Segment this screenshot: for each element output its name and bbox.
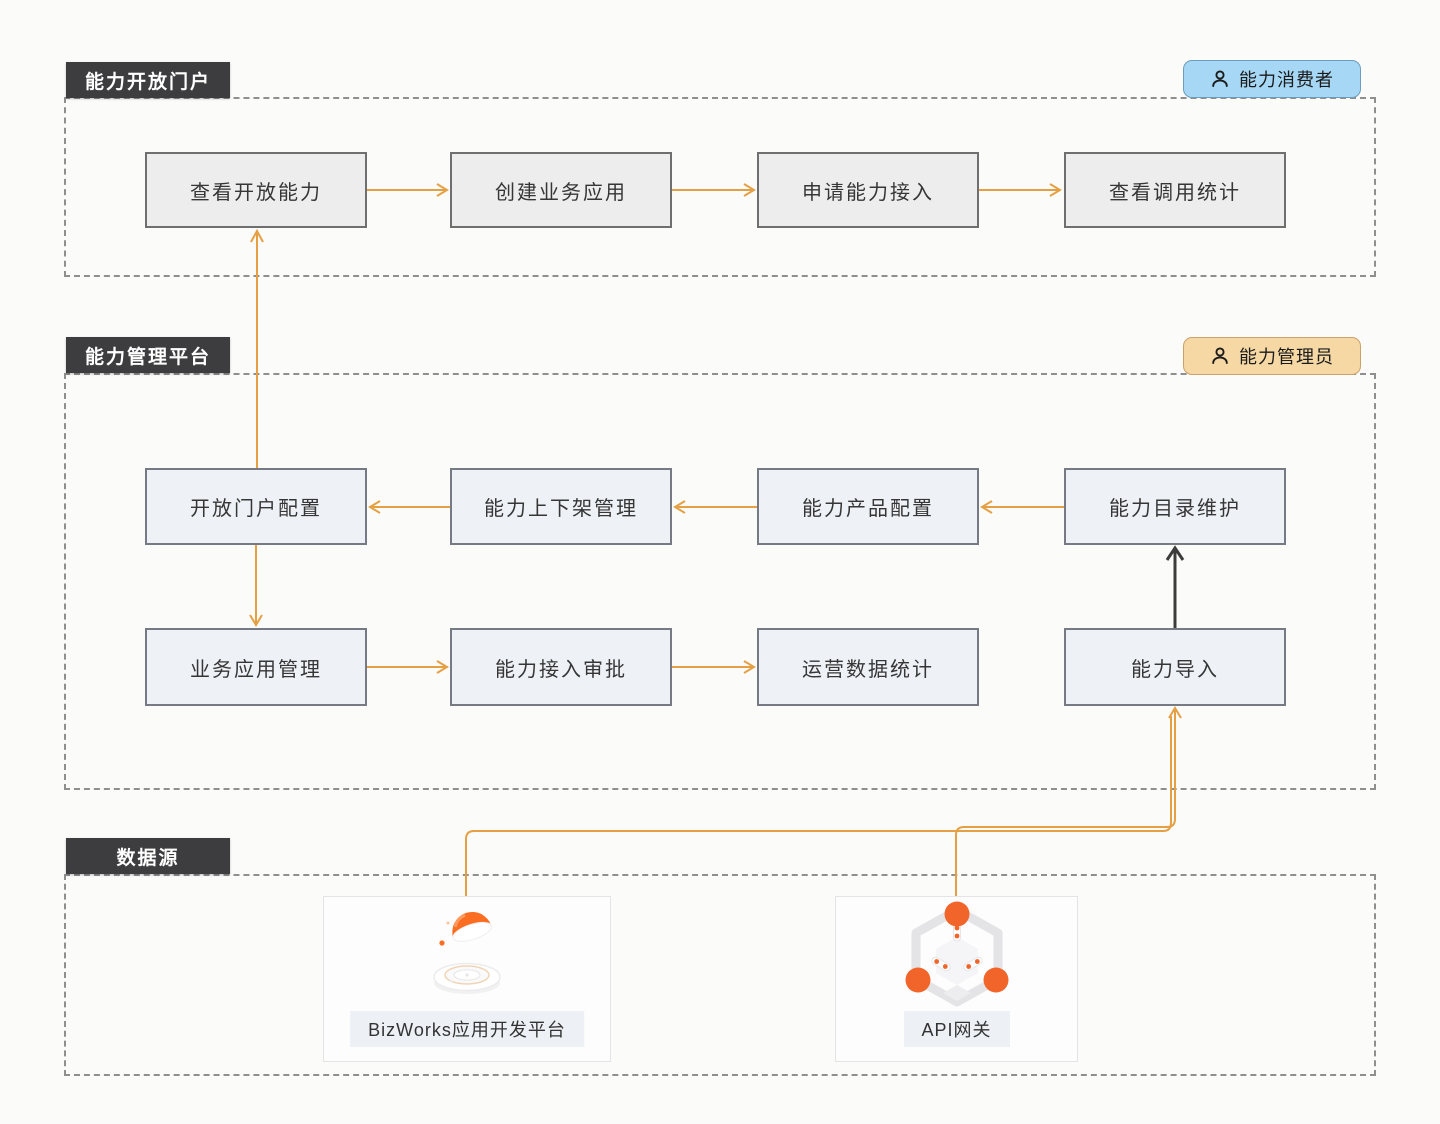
api-gateway-icon xyxy=(905,901,1008,1007)
badge-capability-admin: 能力管理员 xyxy=(1183,337,1361,375)
lane-label-open-portal: 能力开放门户 xyxy=(66,62,230,98)
node-business-app-management: 业务应用管理 xyxy=(145,628,367,706)
badge-label: 能力消费者 xyxy=(1239,70,1334,90)
node-apply-capability-access: 申请能力接入 xyxy=(757,152,979,228)
person-icon xyxy=(1212,347,1228,364)
lane-label-management-platform: 能力管理平台 xyxy=(66,337,230,373)
node-capability-catalog-maintenance: 能力目录维护 xyxy=(1064,468,1286,545)
lane-open-portal xyxy=(64,97,1376,277)
node-operation-data-statistics: 运营数据统计 xyxy=(757,628,979,706)
source-bizworks-platform: BizWorks应用开发平台 xyxy=(323,896,611,1062)
source-api-gateway: API网关 xyxy=(835,896,1078,1062)
person-icon xyxy=(1212,70,1228,87)
node-view-call-statistics: 查看调用统计 xyxy=(1064,152,1286,228)
source-label: BizWorks应用开发平台 xyxy=(350,1011,584,1047)
node-capability-listing-management: 能力上下架管理 xyxy=(450,468,672,545)
node-portal-config: 开放门户配置 xyxy=(145,468,367,545)
node-create-business-app: 创建业务应用 xyxy=(450,152,672,228)
node-capability-product-config: 能力产品配置 xyxy=(757,468,979,545)
badge-label: 能力管理员 xyxy=(1239,347,1334,367)
badge-capability-consumer: 能力消费者 xyxy=(1183,60,1361,98)
node-capability-import: 能力导入 xyxy=(1064,628,1286,706)
node-capability-access-approval: 能力接入审批 xyxy=(450,628,672,706)
source-label: API网关 xyxy=(903,1011,1010,1047)
lane-data-source xyxy=(64,874,1376,1076)
node-view-open-capabilities: 查看开放能力 xyxy=(145,152,367,228)
bizworks-platform-icon xyxy=(433,911,501,994)
lane-management-platform xyxy=(64,373,1376,790)
lane-label-data-source: 数据源 xyxy=(66,838,230,874)
